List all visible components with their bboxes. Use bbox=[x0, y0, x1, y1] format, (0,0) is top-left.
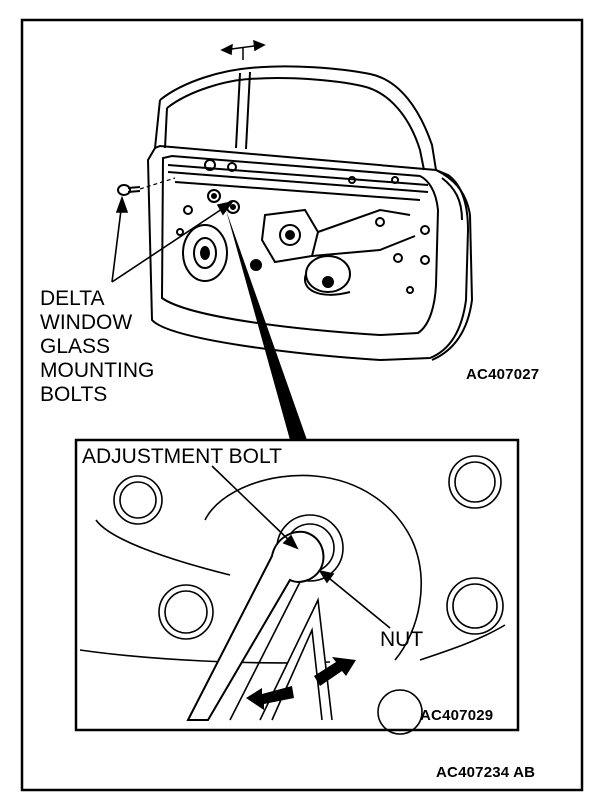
footer-figure-code: AC407234 AB bbox=[436, 764, 536, 781]
upper-figure-code: AC407027 bbox=[466, 366, 540, 383]
adjustment-bolt-label: ADJUSTMENT BOLT bbox=[82, 445, 282, 468]
magnification-wedge bbox=[226, 210, 307, 440]
door-illustration bbox=[117, 39, 474, 362]
nut-leader bbox=[318, 569, 391, 629]
delta-bolts-callout: DELTA WINDOW GLASS MOUNTING BOLTS bbox=[40, 287, 154, 407]
loose-bolt bbox=[117, 184, 141, 196]
bolts-leader-lines bbox=[111, 195, 234, 283]
callout-line: GLASS bbox=[40, 335, 111, 358]
callout-line: BOLTS bbox=[40, 383, 108, 406]
callout-line: WINDOW bbox=[40, 311, 133, 334]
speaker bbox=[182, 224, 228, 282]
adjustment-bolt-leader bbox=[211, 465, 299, 550]
rotation-arrows bbox=[246, 657, 356, 710]
wrench bbox=[186, 530, 325, 721]
window-frame bbox=[159, 65, 437, 171]
callout-line: DELTA bbox=[40, 287, 105, 310]
outer-frame bbox=[20, 18, 584, 792]
nut-label: NUT bbox=[380, 628, 424, 651]
door-body bbox=[146, 144, 470, 362]
detail-figure-code: AC407029 bbox=[420, 707, 494, 724]
callout-line: MOUNTING bbox=[40, 359, 155, 382]
glass-move-arrow bbox=[220, 39, 266, 60]
